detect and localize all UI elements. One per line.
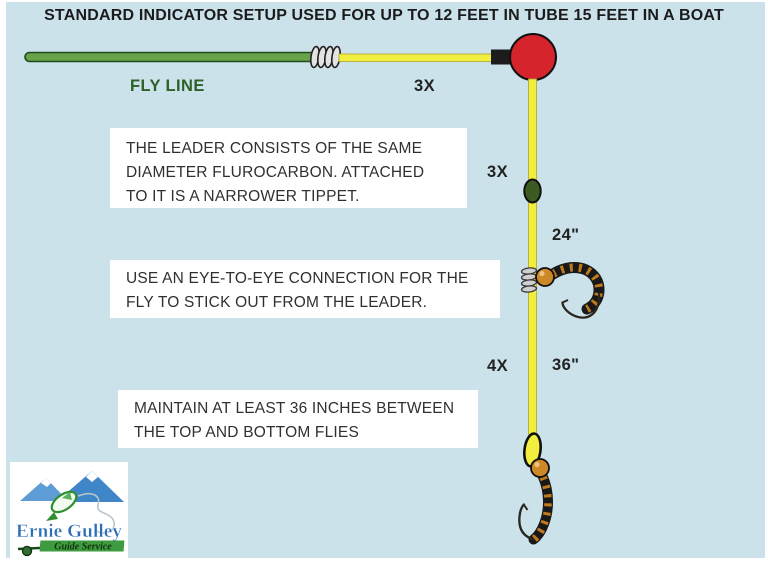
barrel-swivel [523,178,542,204]
strike-indicator [509,33,557,81]
note-line: DIAMETER FLUROCARBON. ATTACHED [126,164,425,181]
diagram-title: STANDARD INDICATOR SETUP USED FOR UP TO … [44,7,724,24]
note-leader-description: THE LEADER CONSISTS OF THE SAME DIAMETER… [110,128,467,208]
bottom-fly-bead-highlight [534,461,540,468]
nail-knot-icon [309,45,342,69]
top-fly-bead [535,267,555,287]
indicator-connector [491,49,512,65]
note-line: USE AN EYE-TO-EYE CONNECTION FOR THE [126,270,469,287]
logo-name-text: Ernie Gulley [16,521,122,542]
note-eye-to-eye-connection: USE AN EYE-TO-EYE CONNECTION FOR THE FLY… [110,260,500,318]
fly-line-label: FLY LINE [130,77,205,95]
note-fly-spacing: MAINTAIN AT LEAST 36 INCHES BETWEEN THE … [118,390,478,448]
rod-banner: Guide Service [17,540,125,557]
logo-tagline-text: Guide Service [54,542,112,553]
fishing-line-curve [77,492,115,534]
note-line: THE LEADER CONSISTS OF THE SAME [126,140,423,157]
eye-to-eye-coil-icon [520,267,538,293]
bottom-fly [518,432,553,545]
tippet-4x-label: 4X [487,357,508,375]
top-fly-bead-highlight [539,270,545,277]
leader-3x-horizontal [338,53,493,62]
banner-ribbon [39,540,125,552]
top-fly-body [547,262,605,315]
top-fly-ribbing [550,263,603,313]
guide-service-logo: Ernie Gulley Guide Service [10,462,128,558]
bottom-fly-bead [530,458,550,478]
top-fly-hook [561,292,601,319]
note-line: THE TOP AND BOTTOM FLIES [134,424,360,441]
bottom-fly-body [528,472,553,545]
length-24in-label: 24" [552,226,580,244]
bottom-fly-hook-barb [522,503,529,511]
note-line: TO IT IS A NARROWER TIPPET. [126,188,360,205]
top-fly [520,262,605,319]
jumping-fish-icon [46,490,78,521]
length-36in-label: 36" [552,356,580,374]
note-line: FLY TO STICK OUT FROM THE LEADER. [126,294,428,311]
tippet-3x-mid-label: 3X [487,163,508,181]
tippet-3x-top-label: 3X [414,77,435,95]
top-fly-hook-barb [562,299,569,304]
leader-vertical [528,78,537,442]
note-line: MAINTAIN AT LEAST 36 INCHES BETWEEN [134,400,455,417]
fly-line-segment [24,51,320,63]
reel-icon [21,545,33,557]
bottom-fly-hook [518,503,535,541]
